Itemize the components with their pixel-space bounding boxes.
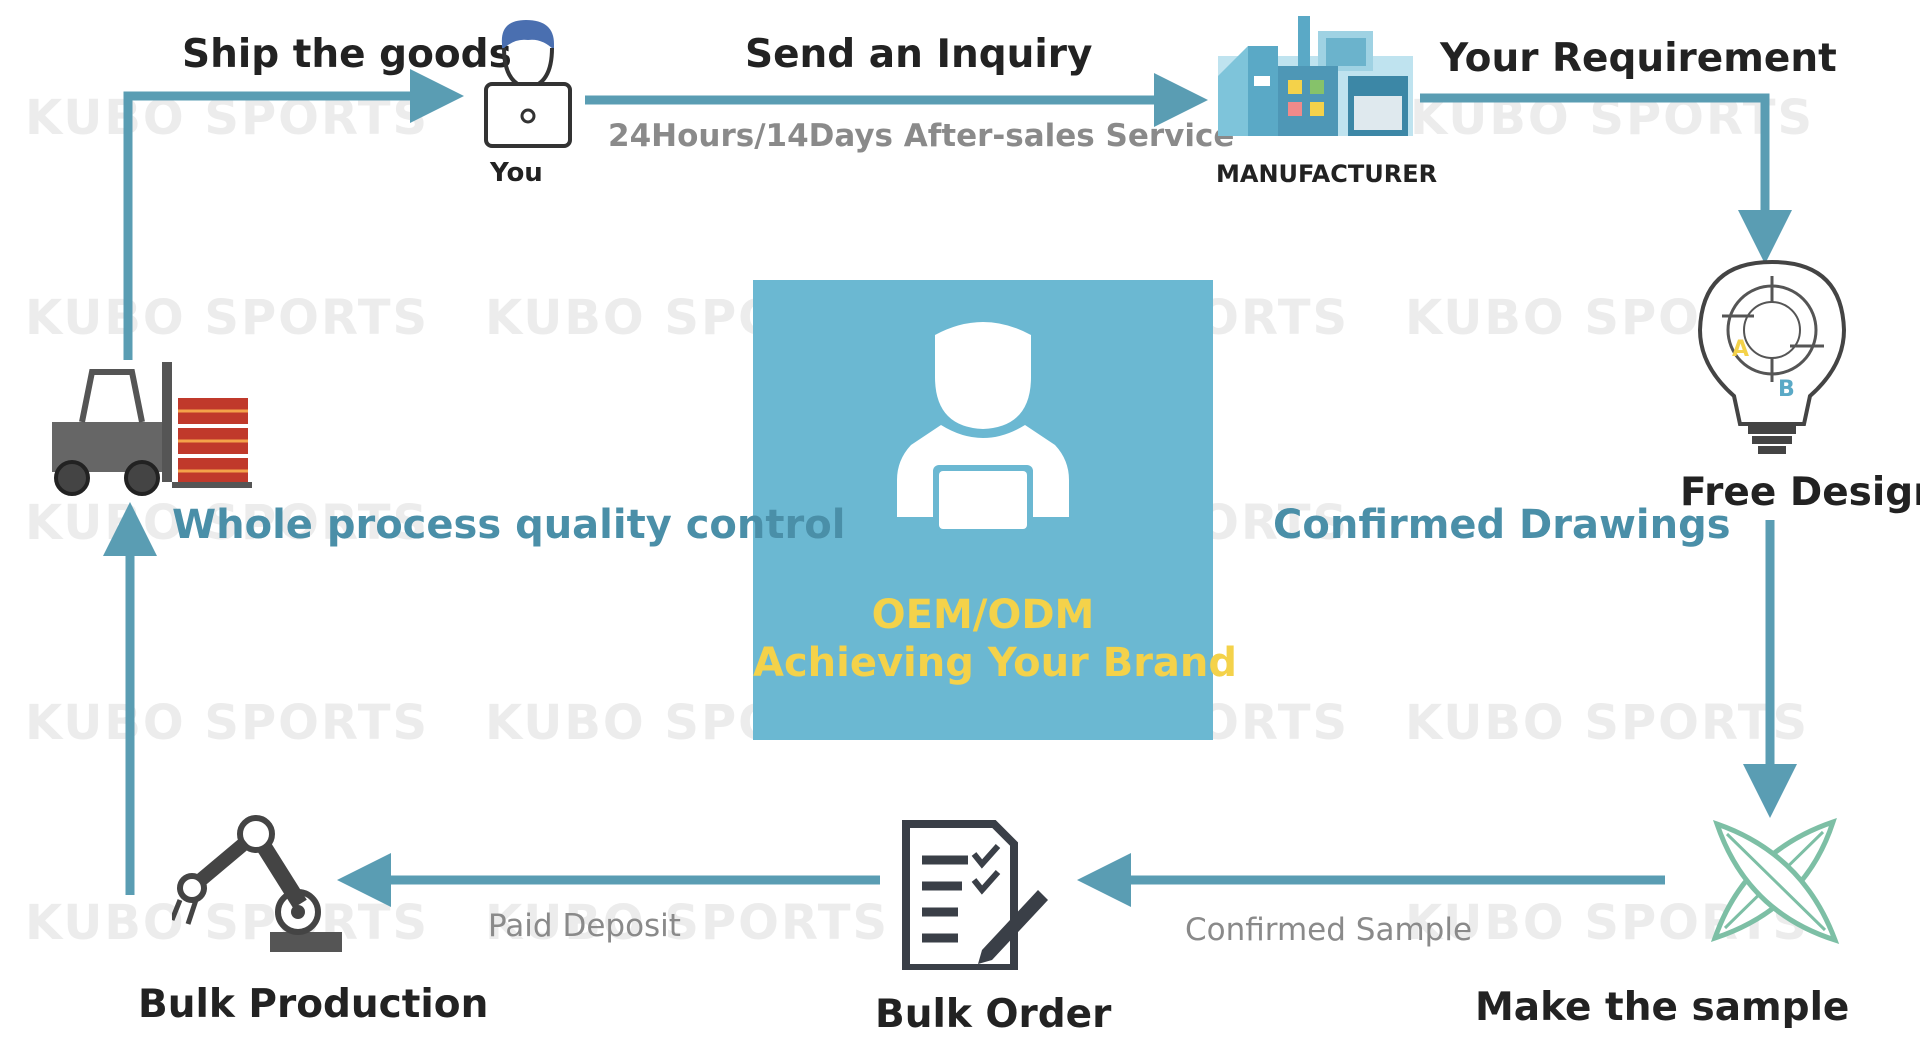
svg-text:B: B (1778, 377, 1795, 402)
forklift-icon (52, 362, 252, 502)
label-your-requirement: Your Requirement (1440, 36, 1837, 81)
checklist-pen-icon (902, 820, 1052, 970)
label-confirmed-drawings: Confirmed Drawings (1273, 502, 1731, 548)
label-quality-control: Whole process quality control (172, 502, 845, 548)
label-ship-goods: Ship the goods (182, 32, 512, 77)
center-title-line2: Achieving Your Brand (753, 640, 1213, 686)
arrow-requirement (1420, 98, 1765, 246)
label-manufacturer: MANUFACTURER (1216, 160, 1437, 188)
lightbulb-design-icon: A B (1692, 256, 1852, 456)
label-paid-deposit: Paid Deposit (488, 908, 681, 944)
person-laptop-icon (468, 14, 588, 154)
factory-icon (1218, 16, 1413, 136)
center-title-line1: OEM/ODM (753, 592, 1213, 638)
label-make-sample: Make the sample (1475, 985, 1849, 1030)
label-after-sales: 24Hours/14Days After-sales Service (608, 118, 1234, 154)
label-send-inquiry: Send an Inquiry (745, 32, 1092, 77)
arrow-ship-goods (128, 96, 446, 360)
label-you: You (490, 158, 543, 188)
label-bulk-production: Bulk Production (138, 982, 488, 1027)
robot-arm-icon (172, 814, 347, 954)
surfboards-icon (1705, 812, 1845, 952)
person-laptop-icon (883, 315, 1083, 545)
label-bulk-order: Bulk Order (875, 992, 1111, 1037)
label-confirmed-sample: Confirmed Sample (1185, 912, 1472, 948)
svg-text:A: A (1732, 337, 1749, 362)
